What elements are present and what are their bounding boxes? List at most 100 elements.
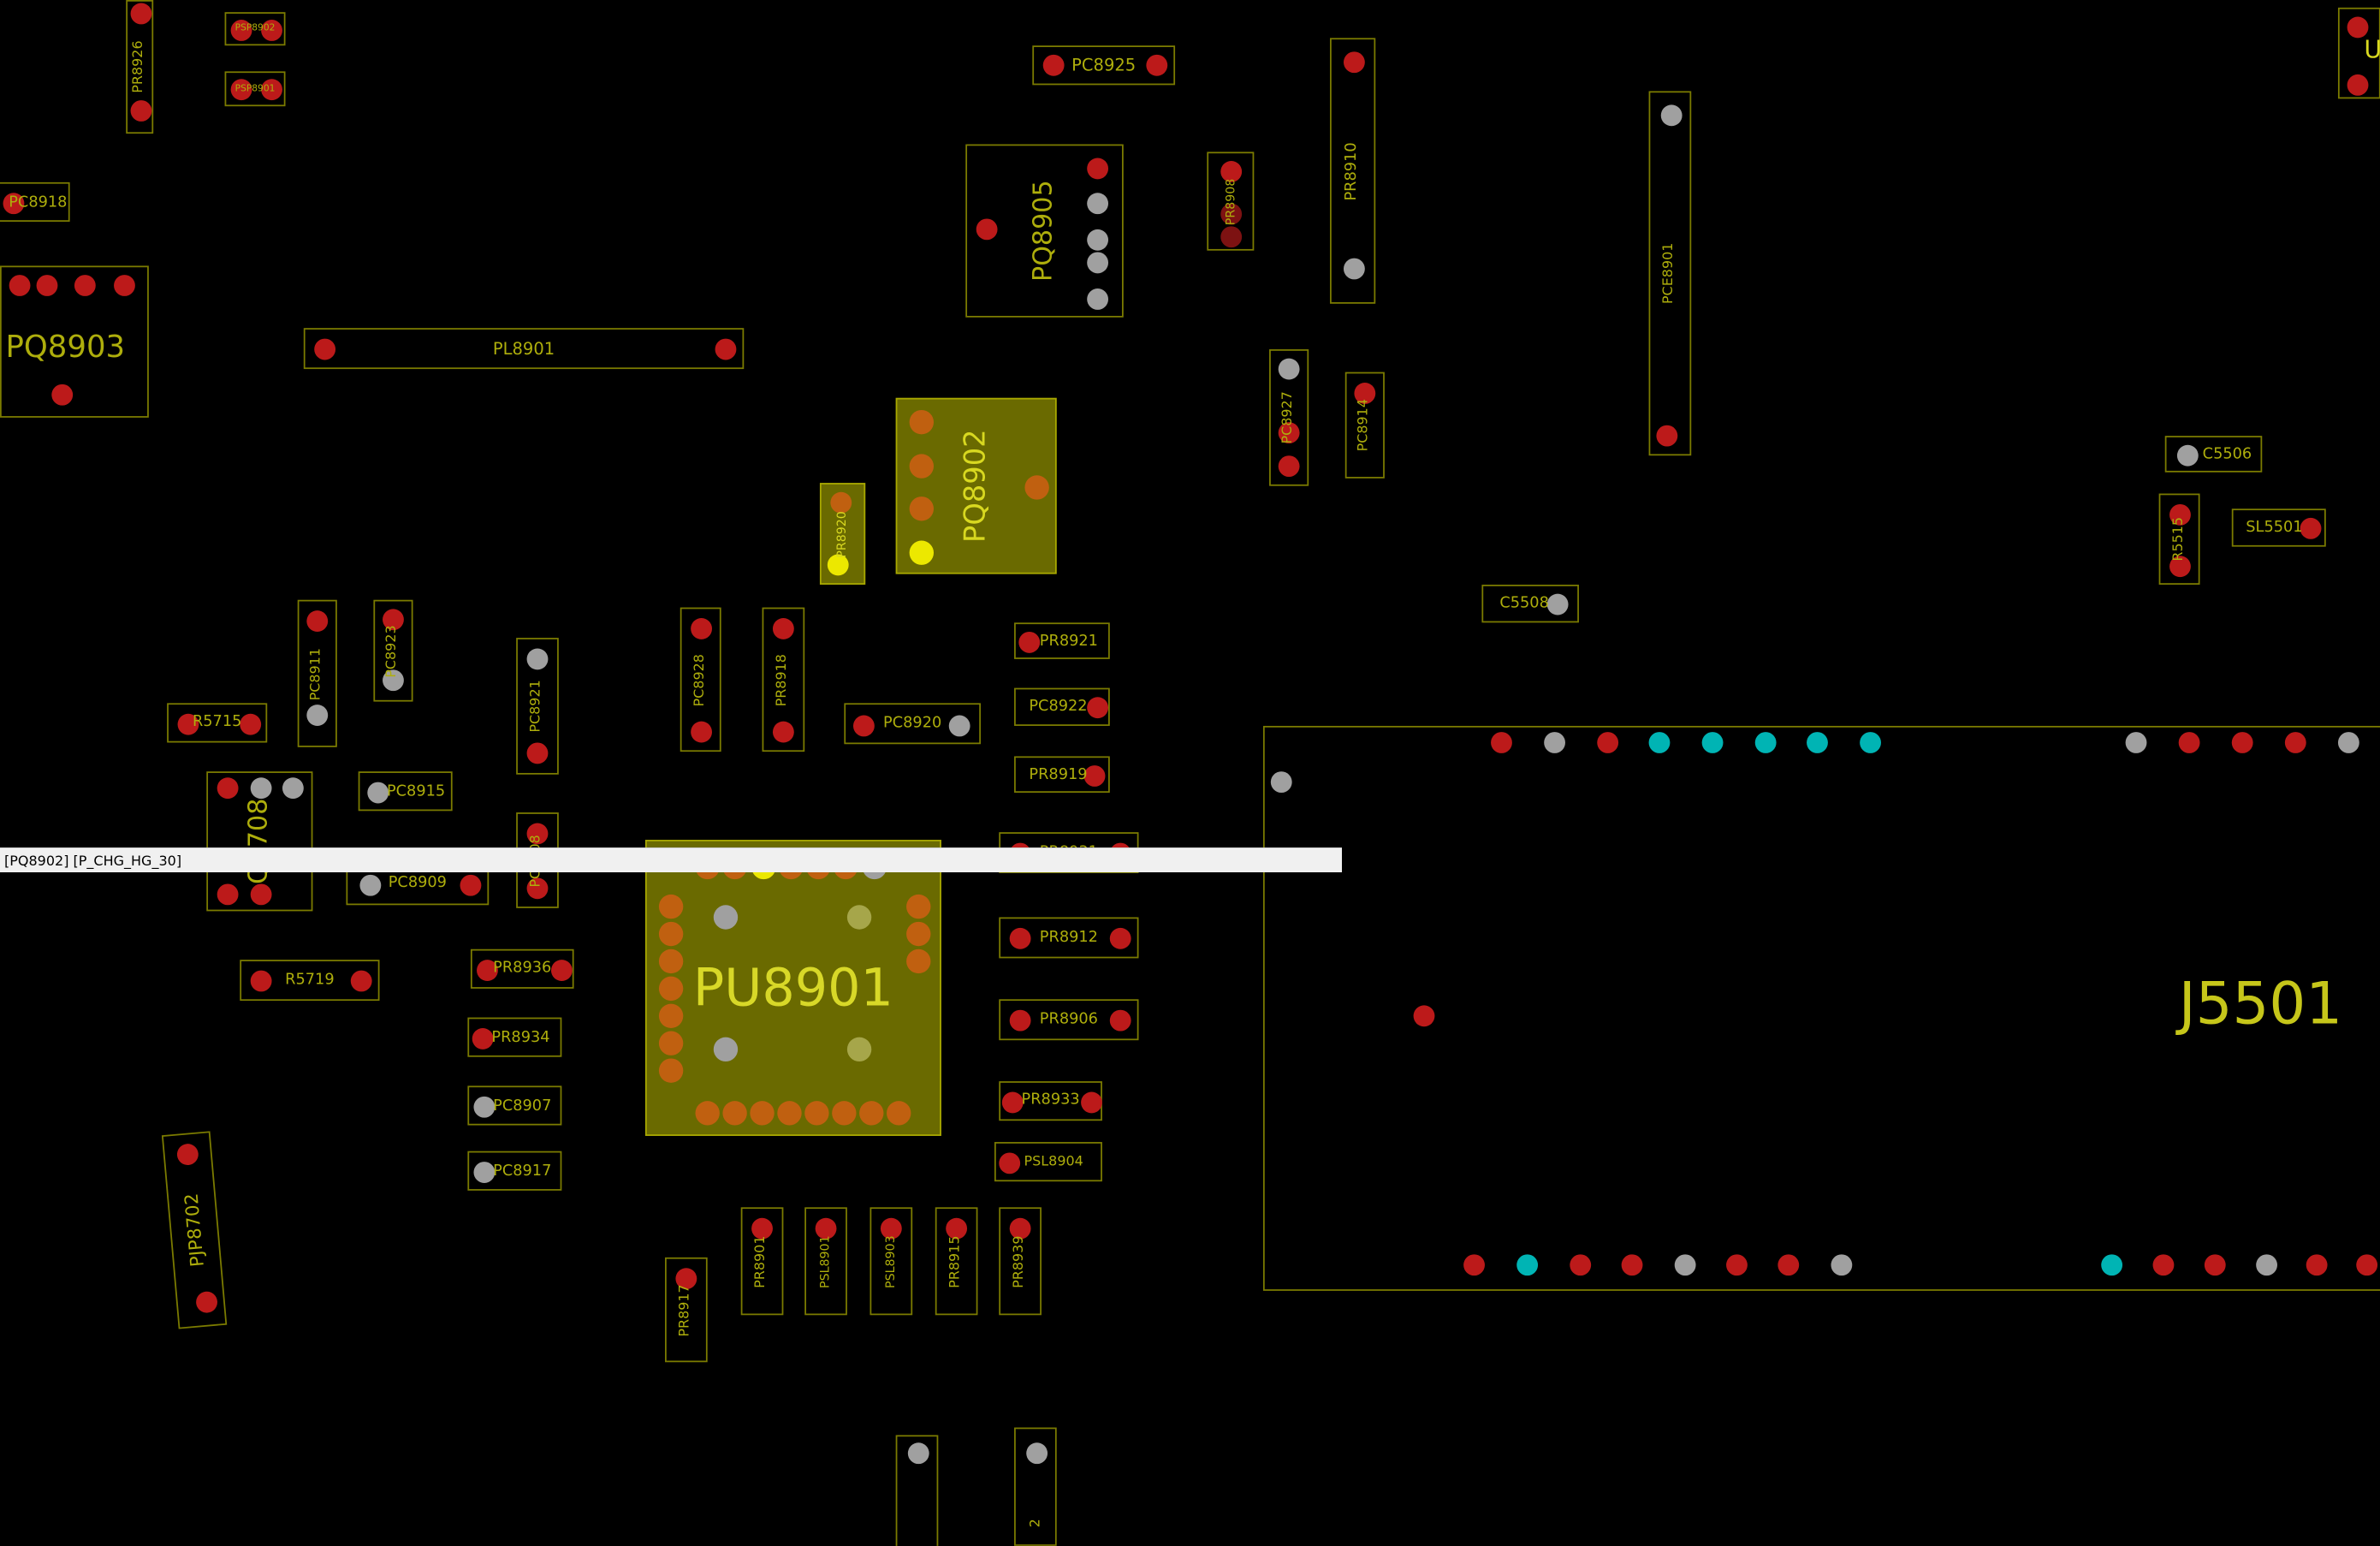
solder-pad[interactable] (314, 338, 336, 360)
solder-pad[interactable] (906, 894, 931, 919)
solder-pad[interactable] (473, 1096, 496, 1118)
solder-pad[interactable] (1413, 1005, 1435, 1027)
solder-pad[interactable] (1009, 927, 1031, 949)
component-pr8936[interactable]: PR8936 (470, 948, 574, 989)
solder-pad[interactable] (1018, 631, 1041, 653)
solder-pad[interactable] (130, 3, 152, 25)
component-part[interactable] (895, 1435, 939, 1546)
solder-pad[interactable] (1343, 51, 1365, 74)
solder-pad[interactable] (906, 948, 931, 974)
solder-pad[interactable] (51, 384, 74, 406)
solder-pad[interactable] (815, 1217, 837, 1240)
component-c5506[interactable]: C5506 (2164, 436, 2263, 473)
solder-pad[interactable] (1087, 229, 1109, 251)
solder-pad[interactable] (1648, 732, 1671, 753)
solder-pad[interactable] (306, 610, 329, 632)
solder-pad[interactable] (722, 1101, 747, 1126)
solder-pad[interactable] (976, 218, 998, 241)
solder-pad[interactable] (658, 921, 684, 947)
solder-pad[interactable] (658, 976, 684, 1002)
solder-pad[interactable] (2125, 732, 2147, 753)
solder-pad[interactable] (691, 618, 713, 639)
solder-pad[interactable] (1220, 203, 1243, 225)
solder-pad[interactable] (2101, 1254, 2123, 1276)
solder-pad[interactable] (2356, 1254, 2378, 1276)
solder-pad[interactable] (350, 970, 372, 992)
solder-pad[interactable] (658, 1003, 684, 1028)
solder-pad[interactable] (9, 275, 31, 296)
component-psl8901[interactable]: PSL8901 (804, 1207, 847, 1316)
component-pce8901[interactable]: PCE8901 (1648, 91, 1692, 456)
solder-pad[interactable] (887, 1101, 911, 1126)
solder-pad[interactable] (909, 540, 935, 565)
component-pr8915[interactable]: PR8915 (935, 1207, 978, 1316)
solder-pad[interactable] (1546, 593, 1569, 615)
solder-pad[interactable] (832, 1101, 857, 1126)
solder-pad[interactable] (477, 960, 498, 982)
solder-pad[interactable] (383, 669, 404, 692)
component-r5715[interactable]: R5715 (167, 703, 268, 743)
solder-pad[interactable] (460, 874, 482, 896)
solder-pad[interactable] (230, 20, 252, 41)
solder-pad[interactable] (1081, 1091, 1102, 1114)
component-pc8921[interactable]: PC8921 (516, 638, 559, 775)
solder-pad[interactable] (306, 705, 329, 726)
component-pr8908[interactable]: PR8908 (1207, 152, 1255, 251)
solder-pad[interactable] (1674, 1254, 1696, 1276)
solder-pad[interactable] (909, 497, 935, 521)
component-pc8920[interactable]: PC8920 (844, 703, 982, 745)
component-pq8902[interactable]: PQ8902 (895, 397, 1057, 574)
solder-pad[interactable] (880, 1217, 902, 1240)
solder-pad[interactable] (114, 275, 135, 296)
solder-pad[interactable] (1220, 161, 1243, 182)
component-q5708[interactable]: Q5708 (206, 771, 313, 912)
solder-pad[interactable] (74, 275, 96, 296)
solder-pad[interactable] (1042, 54, 1065, 76)
solder-pad[interactable] (1807, 732, 1828, 753)
solder-pad[interactable] (2169, 556, 2191, 578)
solder-pad[interactable] (999, 1152, 1021, 1174)
solder-pad[interactable] (1024, 475, 1049, 500)
solder-pad[interactable] (827, 554, 849, 576)
solder-pad[interactable] (1860, 732, 1881, 753)
solder-pad[interactable] (1343, 258, 1365, 280)
component-pr8934[interactable]: PR8934 (467, 1017, 562, 1057)
solder-pad[interactable] (1278, 358, 1300, 380)
solder-pad[interactable] (2169, 503, 2191, 526)
component-sl5501[interactable]: SL5501 (2231, 508, 2326, 547)
component-pr8918[interactable]: PR8918 (762, 607, 805, 752)
solder-pad[interactable] (2176, 444, 2199, 467)
solder-pad[interactable] (261, 20, 282, 41)
component-pr8939[interactable]: PR8939 (999, 1207, 1042, 1316)
component-pc8918[interactable]: PC8918 (0, 181, 70, 223)
solder-pad[interactable] (1087, 158, 1109, 180)
component-pjp8702[interactable]: PJP8702 (161, 1131, 228, 1329)
component-pq8905[interactable]: PQ8905 (965, 144, 1124, 318)
solder-pad[interactable] (472, 1027, 494, 1049)
solder-pad[interactable] (751, 1217, 773, 1240)
solder-pad[interactable] (777, 1101, 802, 1126)
solder-pad[interactable] (2178, 732, 2200, 753)
component-pl8901[interactable]: PL8901 (303, 328, 745, 370)
solder-pad[interactable] (217, 883, 239, 906)
solder-pad[interactable] (1778, 1254, 1800, 1276)
component-pr8926[interactable]: PR8926 (126, 0, 154, 134)
solder-pad[interactable] (526, 823, 549, 845)
component-pr8906[interactable]: PR8906 (999, 999, 1139, 1041)
solder-pad[interactable] (772, 721, 794, 743)
solder-pad[interactable] (195, 1290, 219, 1314)
component-pr8912[interactable]: PR8912 (999, 917, 1139, 959)
solder-pad[interactable] (948, 715, 970, 737)
solder-pad[interactable] (1463, 1254, 1485, 1276)
component-pr8910[interactable]: PR8910 (1330, 38, 1376, 304)
solder-pad[interactable] (658, 1058, 684, 1083)
solder-pad[interactable] (2284, 732, 2306, 753)
solder-pad[interactable] (2306, 1254, 2328, 1276)
solder-pad[interactable] (1597, 732, 1619, 753)
solder-pad[interactable] (250, 970, 272, 992)
solder-pad[interactable] (175, 1143, 199, 1167)
solder-pad[interactable] (2204, 1254, 2226, 1276)
solder-pad[interactable] (1083, 765, 1106, 787)
solder-pad[interactable] (526, 648, 549, 670)
component-pc8928[interactable]: PC8928 (680, 607, 721, 752)
